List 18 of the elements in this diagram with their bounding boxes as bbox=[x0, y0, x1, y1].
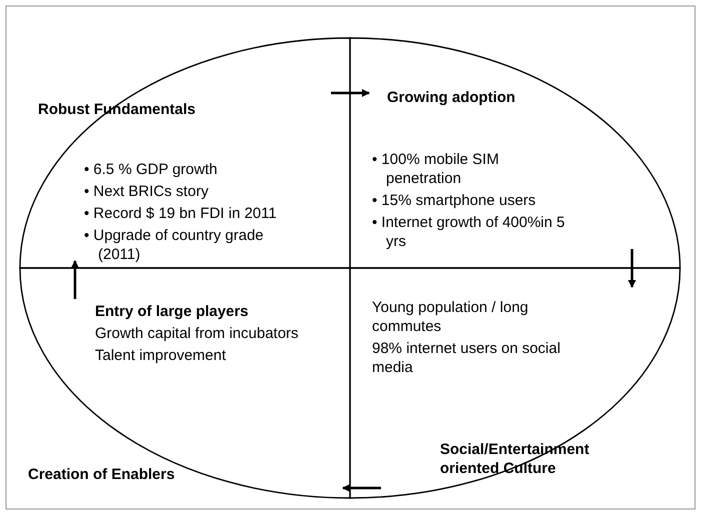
list-item: • Record $ 19 bn FDI in 2011 bbox=[84, 204, 278, 223]
list-item: • 100% mobile SIM penetration bbox=[372, 150, 500, 188]
section-heading: Entry of large players bbox=[95, 302, 250, 321]
arrow bbox=[71, 260, 79, 299]
arrow bbox=[342, 484, 381, 492]
list-item: Young population / long commutes bbox=[372, 298, 530, 336]
section-heading: Growing adoption bbox=[387, 88, 516, 107]
list-item: • Upgrade of country grade (2011) bbox=[84, 226, 265, 264]
list-item: Talent improvement bbox=[95, 346, 227, 365]
list-item: • 15% smartphone users bbox=[372, 191, 537, 210]
arrow bbox=[628, 249, 636, 288]
section-heading: Creation of Enablers bbox=[28, 465, 176, 484]
list-item: • 6.5 % GDP growth bbox=[84, 160, 218, 179]
list-item: • Next BRICs story bbox=[84, 182, 210, 201]
list-item: 98% internet users on social media bbox=[372, 339, 562, 377]
arrow bbox=[331, 89, 370, 97]
list-item: • Internet growth of 400%in 5 yrs bbox=[372, 213, 566, 251]
list-item: Growth capital from incubators bbox=[95, 324, 300, 343]
